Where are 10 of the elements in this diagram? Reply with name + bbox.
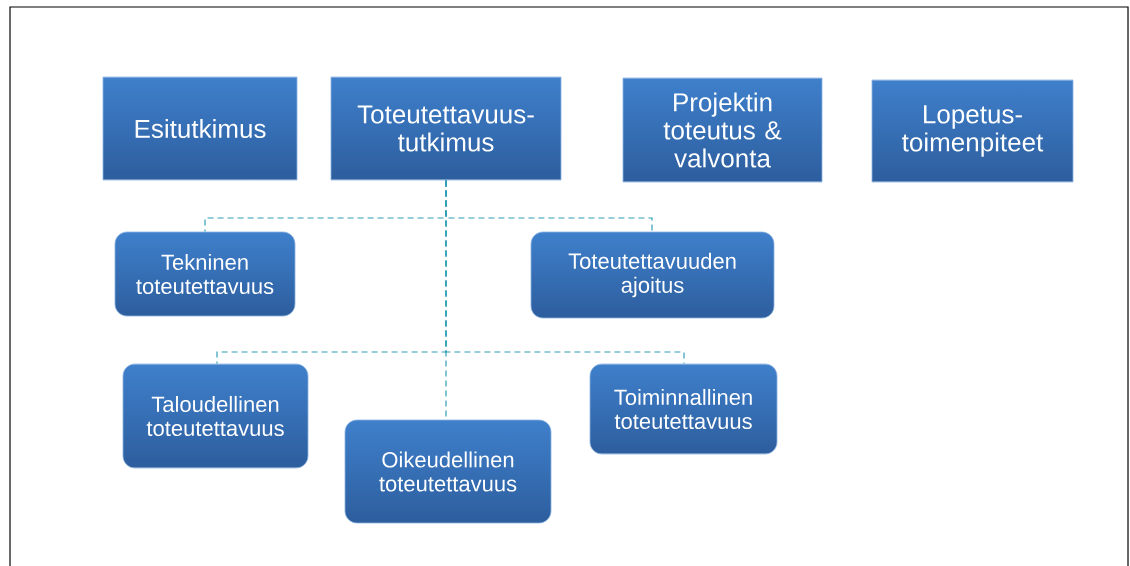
task-box: Toteutettavuuden ajoitus (530, 231, 775, 319)
connector-line (445, 179, 685, 365)
stage-box: Lopetus-toimenpiteet (871, 79, 1074, 183)
task-box: Oikeudellinen toteutettavuus (344, 419, 552, 524)
stage-box: Toteutettavuus-tutkimus (330, 76, 562, 181)
stage-box: Projektin toteutus & valvonta (622, 77, 823, 183)
task-box: Taloudellinen toteutettavuus (122, 363, 309, 469)
stage-box: Esitutkimus (102, 76, 298, 181)
task-box: Tekninen toteutettavuus (114, 231, 296, 317)
task-box: Toiminnallinen toteutettavuus (589, 363, 778, 455)
